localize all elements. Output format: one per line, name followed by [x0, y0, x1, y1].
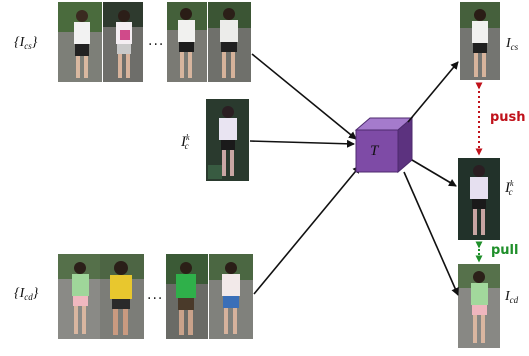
person-photo — [103, 2, 143, 82]
person-photo — [166, 254, 208, 339]
ics-output-label: Ics — [506, 36, 518, 52]
person-photo — [209, 254, 253, 339]
person-photo — [208, 2, 251, 82]
ics-out-sub: cs — [510, 42, 519, 52]
arrow-ick-to-t — [249, 139, 355, 148]
ics-set-sub: cs — [24, 41, 32, 51]
person-photo — [100, 254, 144, 339]
cube-label: T — [370, 143, 379, 159]
ick-sup: k — [186, 133, 190, 142]
push-label: push — [490, 110, 526, 125]
arrow-t-to-icd — [403, 171, 459, 296]
icd-out-sub: cd — [509, 295, 519, 305]
ick-out-base: I — [505, 180, 510, 196]
ics-out-base: I — [506, 36, 511, 51]
pull-label: pull — [491, 243, 519, 258]
arrow-ics-to-t — [251, 53, 357, 140]
ics-set-close: } — [31, 35, 38, 50]
icd-output-label: Icd — [505, 289, 518, 305]
ick-base: I — [181, 134, 186, 150]
ics-output-photo — [460, 2, 500, 80]
arrow-t-to-ics — [407, 61, 459, 123]
ics-image-group — [58, 2, 251, 82]
ick-out-sub: c — [508, 187, 513, 197]
arrow-t-to-ick — [411, 159, 457, 187]
person-photo — [58, 254, 100, 339]
icd-ellipsis: ... — [147, 287, 164, 303]
icd-image-group — [58, 254, 253, 339]
ick-anchor-photo — [206, 99, 249, 181]
ics-ellipsis: ... — [148, 33, 165, 49]
ick-output-label: Ikc — [505, 179, 514, 197]
ics-set-label: {Ics} — [14, 35, 37, 51]
ick-output-photo — [458, 158, 500, 240]
arrow-icd-to-t — [253, 165, 361, 295]
ick-label: Ikc — [181, 133, 190, 151]
person-photo — [58, 2, 102, 82]
icd-set-label: {Icd} — [14, 286, 38, 302]
ick-sub: c — [184, 141, 189, 151]
transform-cube — [354, 116, 414, 174]
icd-output-photo — [458, 264, 500, 348]
ick-out-sup: k — [510, 179, 514, 188]
person-photo — [167, 2, 207, 82]
icd-set-sub: cd — [24, 292, 33, 302]
icd-set-open: {I — [14, 286, 25, 301]
icd-out-base: I — [505, 289, 510, 304]
ics-set-open: {I — [14, 35, 25, 50]
icd-set-close: } — [32, 286, 39, 301]
